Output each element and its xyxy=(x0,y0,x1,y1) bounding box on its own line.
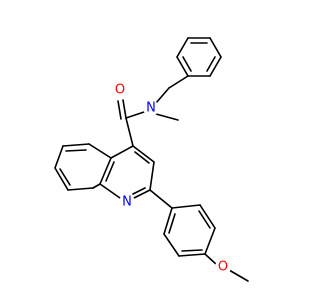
amide-nitrogen-label: N xyxy=(146,101,156,116)
benzyl-ring xyxy=(176,37,222,77)
atom-labels: O N N O xyxy=(112,82,231,275)
ether-oxygen-label: O xyxy=(218,260,228,275)
amide-carbonyl xyxy=(117,99,148,147)
molecule-structure: O N N O xyxy=(54,37,249,282)
quinoline-pyridine-ring xyxy=(99,145,155,199)
methoxyphenyl-ring xyxy=(149,189,216,257)
amide-substituents xyxy=(155,75,189,121)
quinoline-benzo-ring xyxy=(54,143,112,191)
quinoline-nitrogen-label: N xyxy=(122,195,132,210)
carbonyl-oxygen-label: O xyxy=(115,83,125,98)
methoxy-group xyxy=(204,253,249,282)
